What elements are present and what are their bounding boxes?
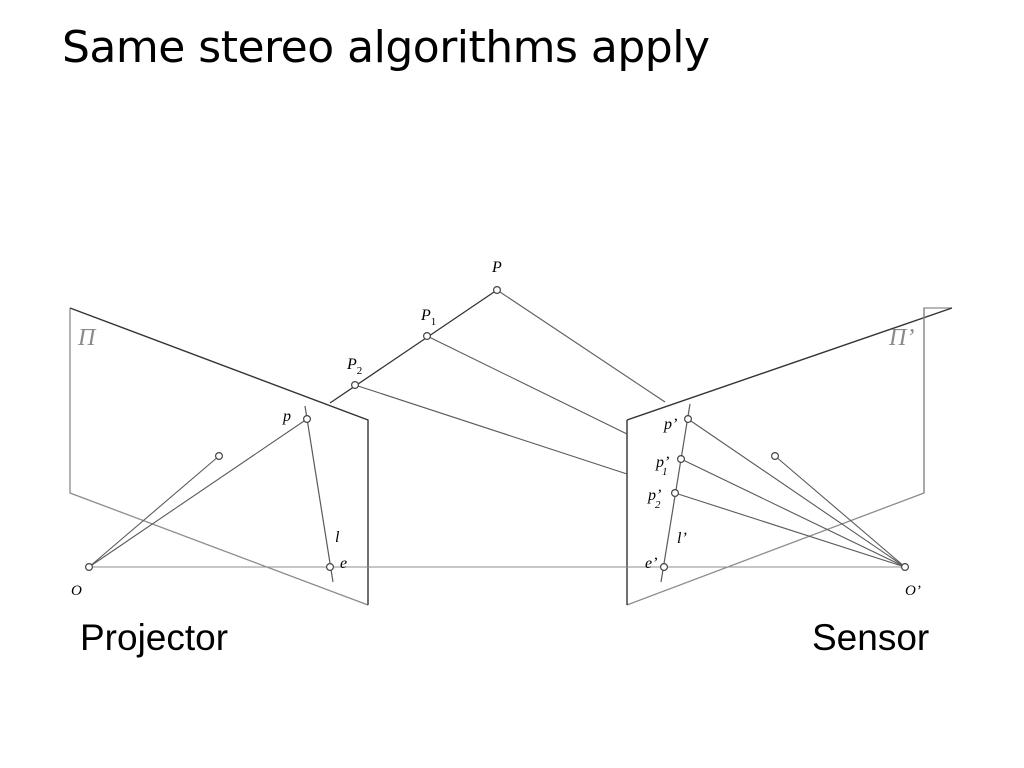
label-O: O	[71, 583, 82, 599]
point-p	[303, 415, 312, 424]
label-P: P	[491, 259, 502, 276]
point-p-prime	[683, 415, 692, 424]
point-left-projection	[215, 452, 224, 461]
right-image-plane	[626, 307, 953, 606]
label-P1: P1	[420, 307, 436, 328]
slide-title: Same stereo algorithms apply	[62, 22, 710, 73]
label-p2-prime-sub: 2	[655, 499, 661, 511]
label-e: e	[340, 555, 347, 572]
left-image-plane	[69, 307, 369, 606]
label-p: p	[282, 408, 291, 425]
point-P	[493, 286, 502, 295]
rays-to-left-camera	[88, 418, 308, 568]
label-p-prime: p’	[663, 416, 677, 433]
point-O-prime	[900, 562, 909, 571]
rays-to-right-camera	[354, 289, 906, 568]
label-l-prime: l’	[677, 530, 687, 547]
caption-sensor: Sensor	[812, 617, 930, 658]
point-P1	[423, 332, 432, 341]
point-p1-prime	[676, 455, 685, 464]
label-e-prime: e’	[645, 555, 657, 572]
label-O-prime: O’	[905, 583, 921, 599]
point-markers	[84, 286, 909, 571]
point-right-projection	[770, 452, 779, 461]
point-e	[326, 562, 335, 571]
point-O	[84, 562, 93, 571]
epipolar-line-left	[304, 405, 334, 583]
label-l: l	[335, 529, 340, 546]
label-plane-right: Π’	[888, 325, 914, 351]
label-p1-prime: p’	[655, 454, 669, 471]
caption-projector: Projector	[80, 617, 229, 658]
label-p2-prime: p’	[647, 487, 661, 504]
point-P2	[351, 381, 360, 390]
label-P2: P2	[346, 356, 362, 377]
label-p1-prime-sub: 1	[662, 466, 668, 478]
point-e-prime	[659, 562, 668, 571]
point-p2-prime	[670, 489, 679, 498]
label-plane-left: Π	[77, 325, 97, 351]
